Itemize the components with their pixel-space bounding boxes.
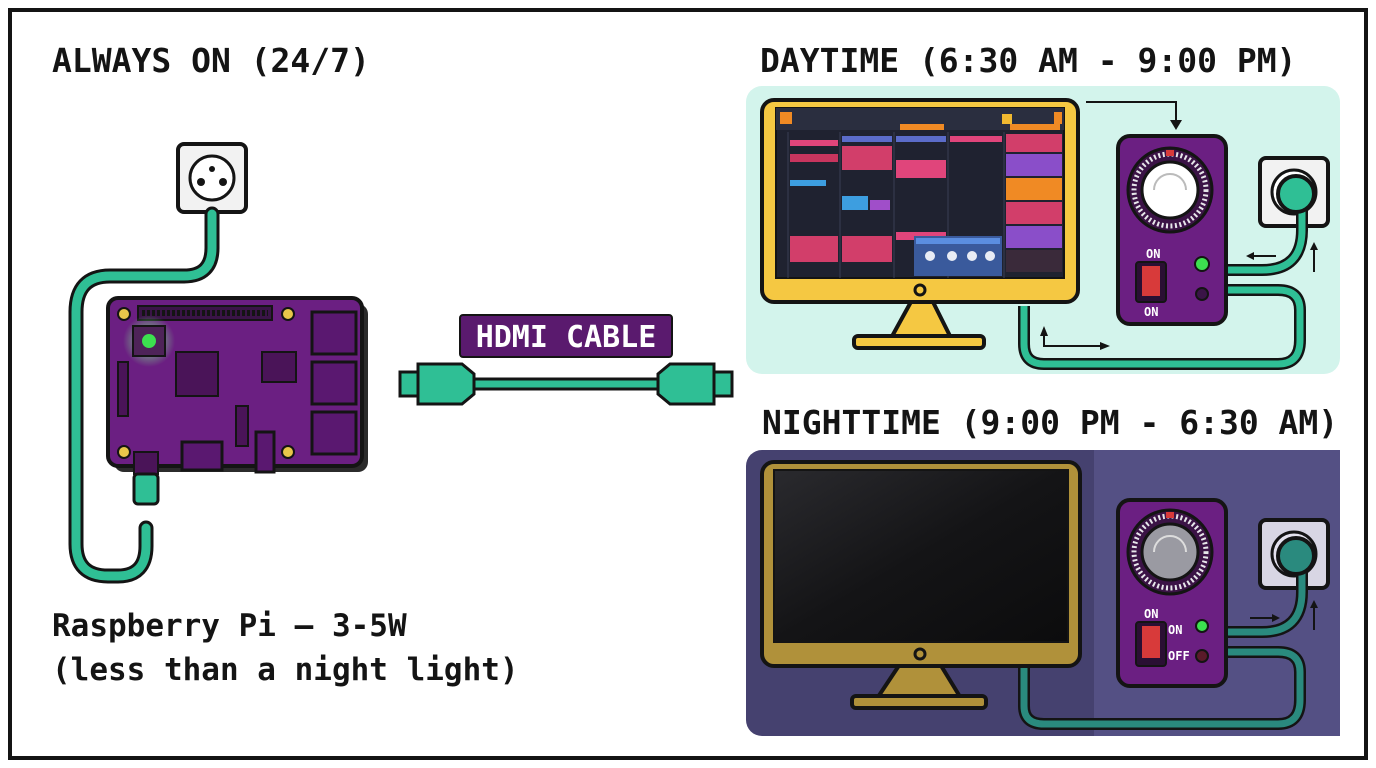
monitor-night (760, 460, 1082, 710)
always-on-heading: ALWAYS ON (24/7) (52, 41, 370, 80)
timer-day-switch-on-label: ON (1146, 247, 1160, 261)
monitor-day (760, 98, 1080, 350)
timer-day-led-on (1194, 256, 1210, 272)
nighttime-panel: ON ON OFF (746, 450, 1340, 736)
calendar-dashboard-screen (775, 107, 1065, 279)
timer-night-top-label: ON (1144, 607, 1158, 621)
timer-night-led (1195, 619, 1209, 633)
hdmi-cable (398, 362, 734, 406)
hdmi-cable-label: HDMI CABLE (459, 314, 673, 358)
daytime-heading: DAYTIME (6:30 AM - 9:00 PM) (760, 41, 1296, 80)
pi-caption-line2: (less than a night light) (52, 652, 519, 688)
timer-night: ON ON OFF (1116, 498, 1228, 688)
timer-night-off-label: OFF (1168, 649, 1190, 663)
pi-power-plug (132, 472, 160, 506)
nighttime-heading: NIGHTTIME (9:00 PM - 6:30 AM) (762, 403, 1338, 442)
pi-caption-line1: Raspberry Pi — 3-5W (52, 608, 407, 644)
pi-status-led (142, 334, 156, 348)
raspberry-pi-board (106, 296, 368, 475)
timer-day-switch-bottom-label: ON (1144, 305, 1158, 319)
wall-socket-left (176, 142, 248, 214)
timer-day: ON ON (1116, 134, 1228, 326)
hdmi-cable-text: HDMI CABLE (476, 320, 657, 355)
timer-night-on-label: ON (1168, 623, 1182, 637)
daytime-panel: ON ON (746, 86, 1340, 374)
monitor-night-screen-off (773, 469, 1069, 643)
